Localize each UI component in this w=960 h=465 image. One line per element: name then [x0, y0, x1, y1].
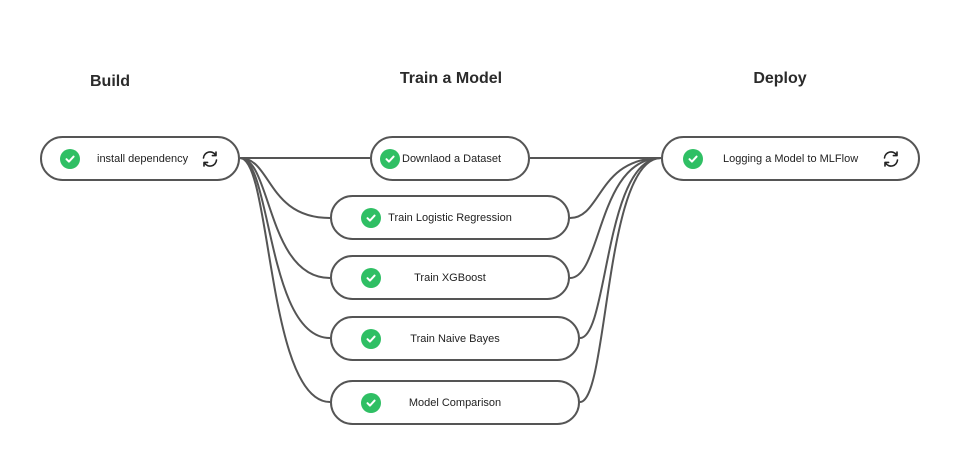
check-icon [361, 207, 381, 228]
job-label: Downlaod a Dataset [402, 152, 502, 165]
refresh-icon[interactable] [200, 149, 220, 169]
job-install-dependency[interactable]: install dependency [40, 136, 240, 181]
job-train-xgboost[interactable]: Train XGBoost [330, 255, 570, 300]
edge-naive_bayes-to-mlflow [579, 157, 662, 339]
edge-install-to-comparison [239, 157, 331, 403]
check-icon [683, 148, 703, 169]
stage-title-build: Build [90, 73, 130, 90]
edge-install-to-xgboost [239, 157, 331, 279]
stage-title-train: Train a Model [399, 70, 503, 87]
edge-xgboost-to-mlflow [569, 157, 662, 279]
job-download-dataset[interactable]: Downlaod a Dataset [370, 136, 530, 181]
edge-install-to-logistic [239, 157, 331, 219]
check-icon [361, 328, 381, 349]
job-train-logistic-regression[interactable]: Train Logistic Regression [330, 195, 570, 240]
job-label: Train Logistic Regression [388, 211, 512, 224]
job-logging-model-mlflow[interactable]: Logging a Model to MLFlow [661, 136, 920, 181]
edge-logistic-to-mlflow [569, 157, 662, 219]
job-label: Train Naive Bayes [410, 332, 500, 345]
job-label: install dependency [97, 152, 189, 165]
job-label: Logging a Model to MLFlow [723, 152, 859, 165]
check-icon [361, 392, 381, 413]
check-icon [380, 148, 400, 169]
job-label: Train XGBoost [414, 271, 486, 284]
edge-comparison-to-mlflow [579, 157, 662, 403]
job-label: Model Comparison [408, 396, 502, 409]
edge-install-to-naive_bayes [239, 157, 331, 339]
stage-title-deploy: Deploy [753, 70, 807, 87]
refresh-icon[interactable] [881, 149, 901, 169]
job-model-comparison[interactable]: Model Comparison [330, 380, 580, 425]
check-icon [60, 148, 80, 169]
job-train-naive-bayes[interactable]: Train Naive Bayes [330, 316, 580, 361]
check-icon [361, 267, 381, 288]
